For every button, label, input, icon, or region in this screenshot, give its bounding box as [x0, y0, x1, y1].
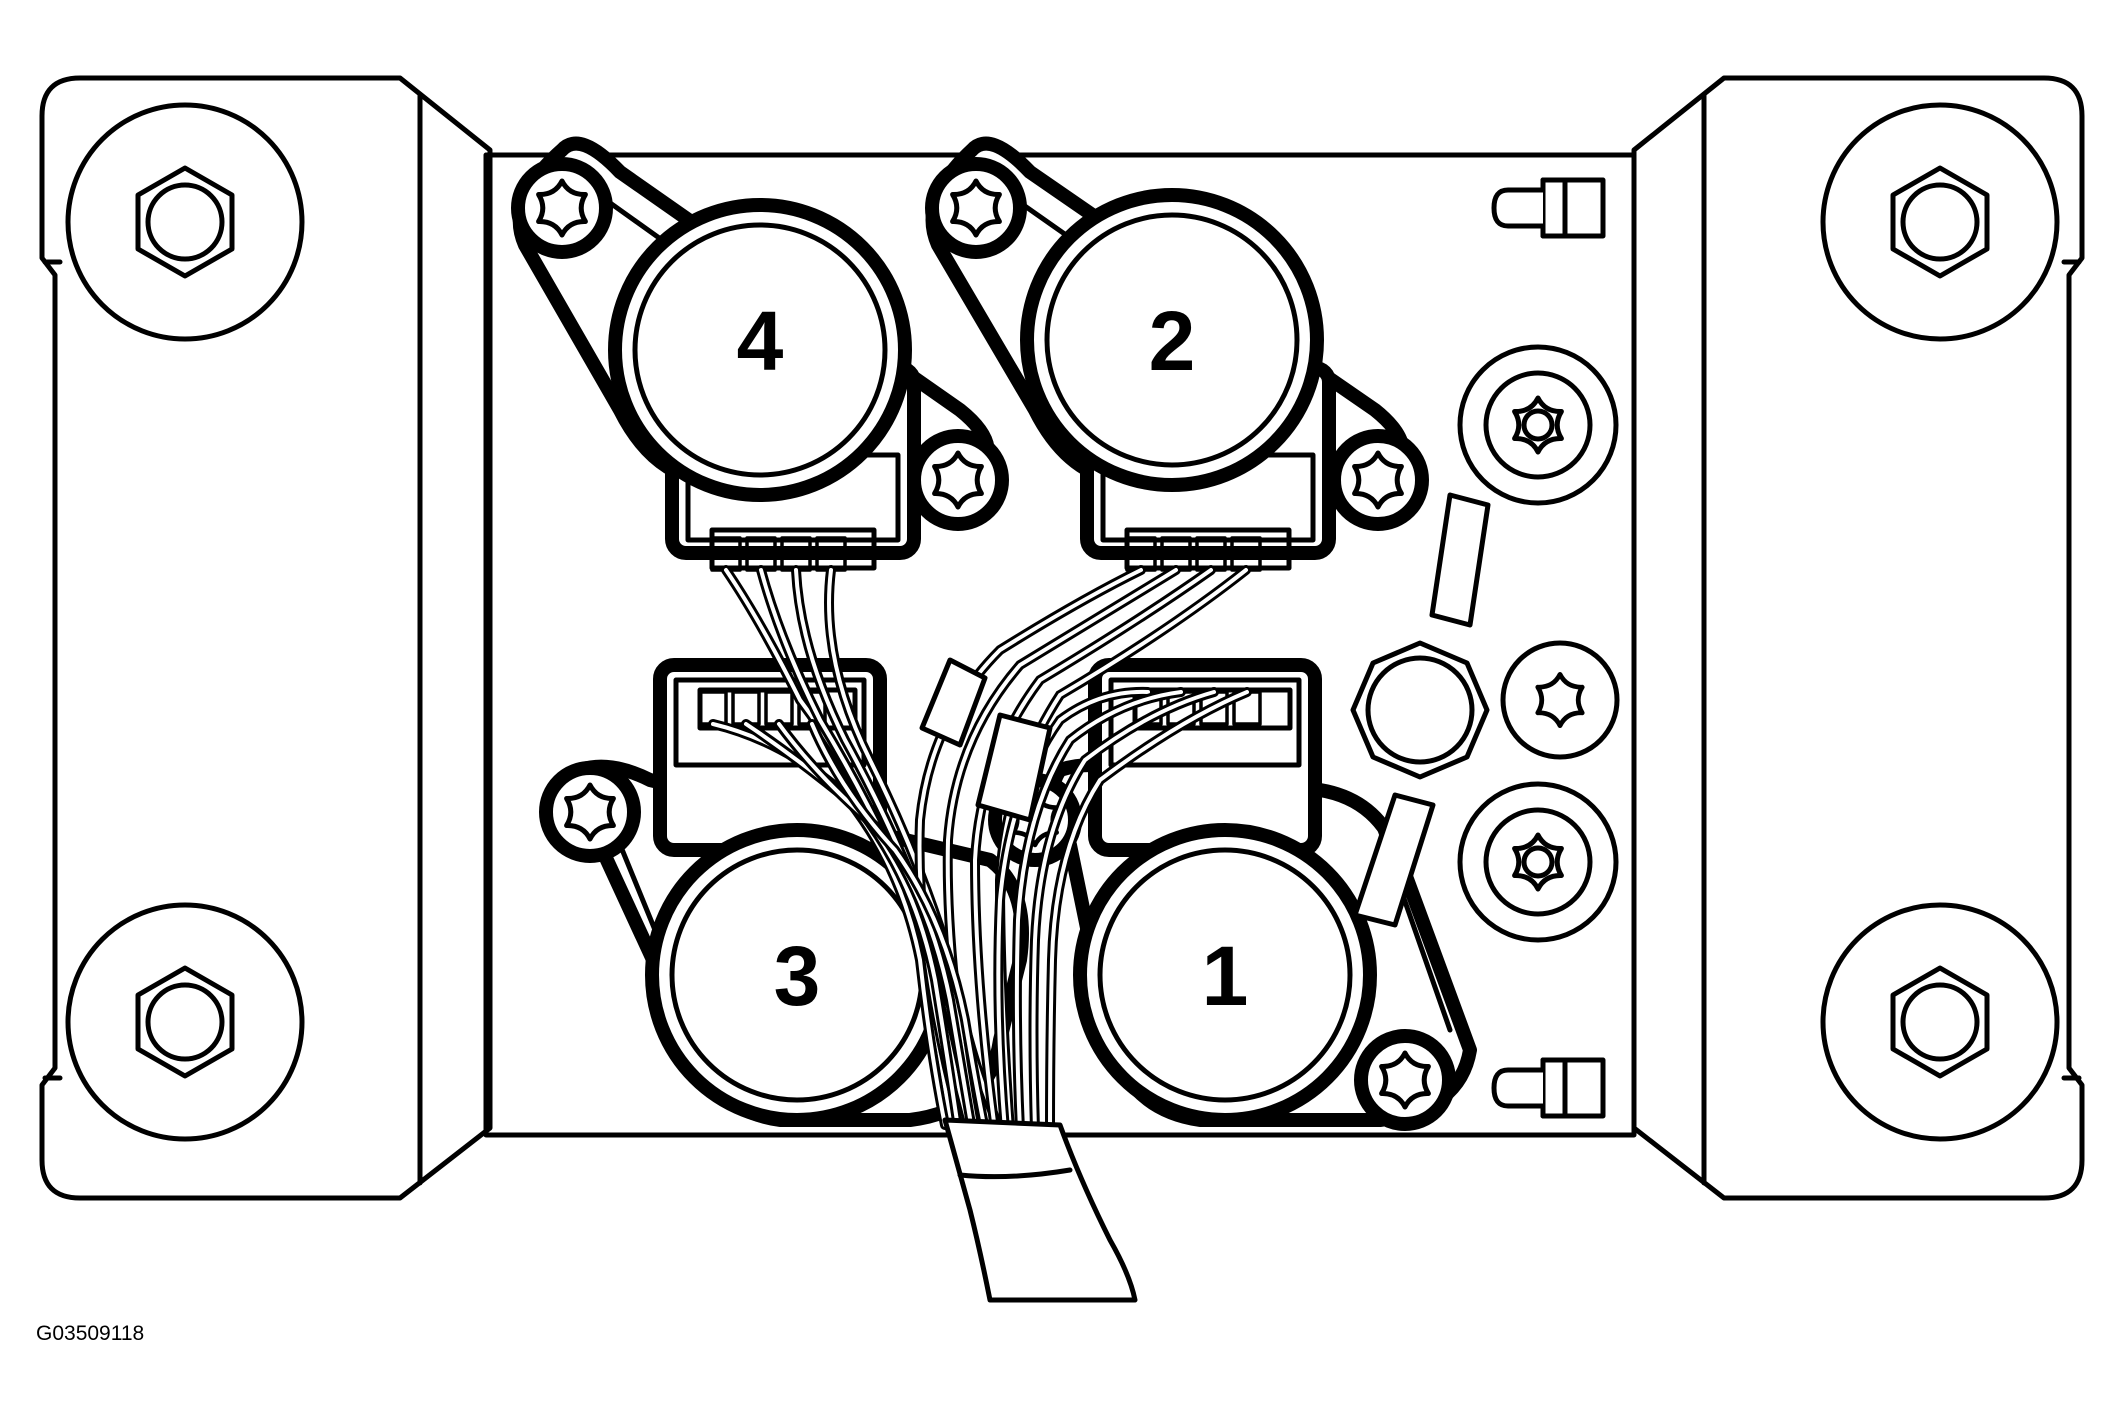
bracket-bolt-bottom-left	[65, 902, 305, 1142]
coil-1-label: 1	[1202, 929, 1249, 1023]
ignition-coil-4: 4	[511, 136, 1009, 572]
wiring-harness	[708, 565, 1252, 1135]
coil-4-label: 4	[737, 294, 784, 388]
bracket-bolt-top-right	[1820, 102, 2060, 342]
figure-code: G03509118	[36, 1322, 145, 1345]
terminal-stud-bottom	[1491, 1057, 1606, 1119]
harness-sheath	[942, 1117, 1138, 1303]
bracket-bolt-bottom-right	[1820, 902, 2060, 1142]
left-mounting-bracket	[39, 75, 493, 1201]
coil-3-label: 3	[774, 929, 821, 1023]
coil-2-label: 2	[1149, 294, 1196, 388]
harness-tag-upper	[919, 657, 988, 748]
right-mounting-bracket	[1631, 75, 2085, 1201]
upper-stud-bolt	[1457, 344, 1619, 506]
bracket-bolt-top-left	[65, 102, 305, 342]
ignition-coil-2: 2	[925, 136, 1429, 572]
harness-retainer-clip	[1350, 492, 1491, 928]
lower-stud-bolt	[1457, 781, 1619, 943]
harness-tag-lower	[975, 712, 1053, 823]
terminal-stud-top	[1491, 177, 1606, 239]
middle-torx-bolt	[1500, 640, 1620, 760]
ignition-coil-1: 1	[1045, 658, 1477, 1131]
